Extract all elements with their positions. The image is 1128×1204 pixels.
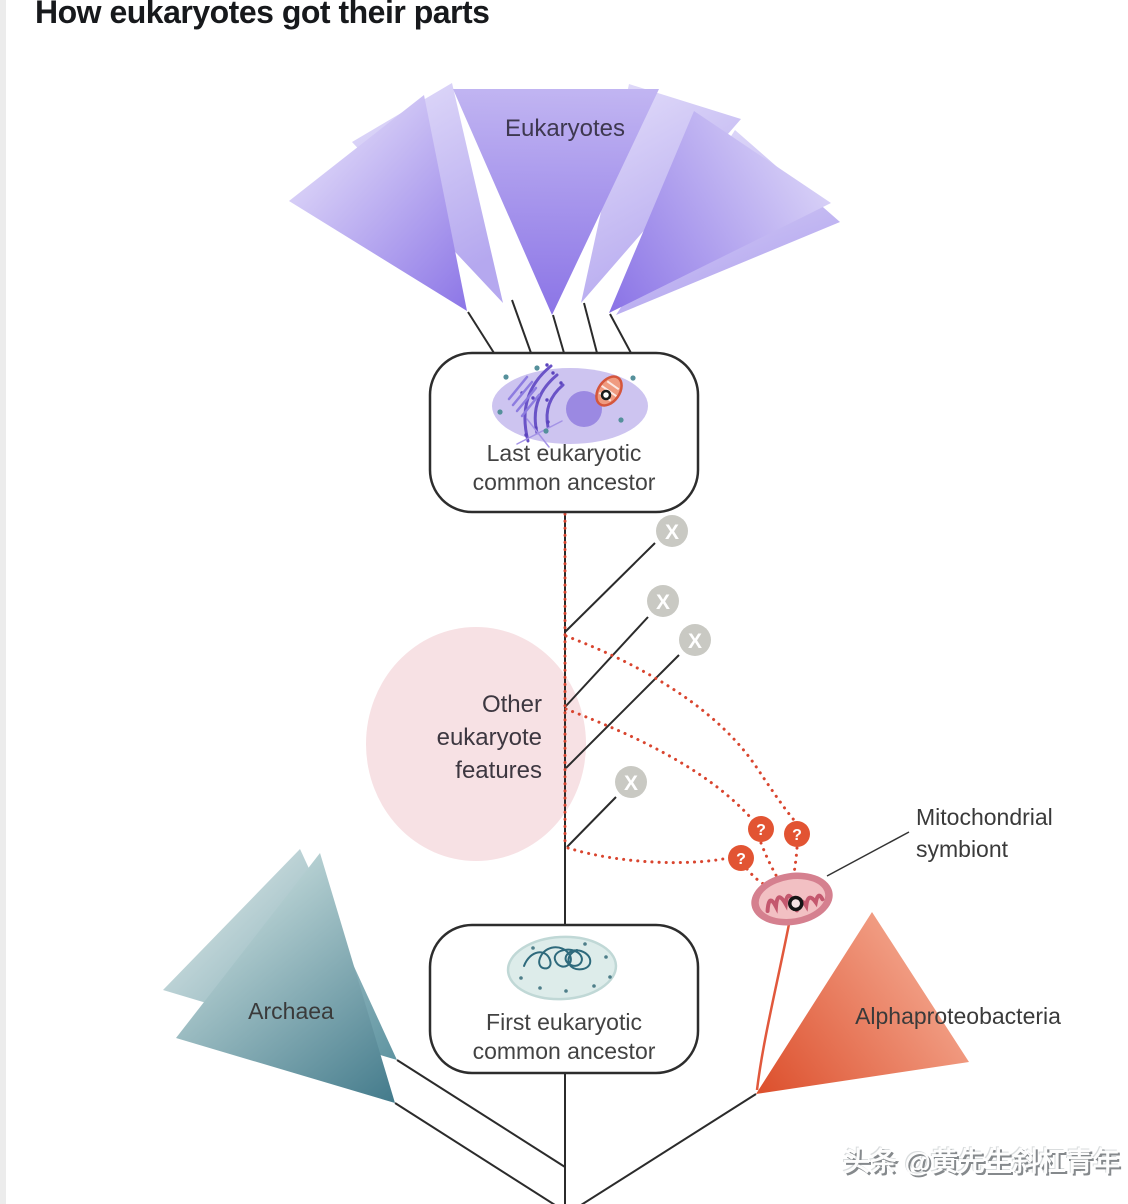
question-icon: ? [784,821,810,847]
eukaryotes-fan: Eukaryotes [289,83,840,354]
watermark: 头条 @黄先生斜杠青年 [843,1147,1120,1177]
question-icon: ? [748,816,774,842]
uncertainty-markers: ? ? ? [728,816,810,871]
eukaryote-triangle [289,95,467,311]
page-edge-strip [0,0,6,1204]
alphaproteobacteria-clade: Alphaproteobacteria [755,912,1061,1094]
leca-label-line1: Last eukaryotic [487,440,642,466]
svg-text:?: ? [792,827,802,844]
eukaryote-triangle [453,89,659,315]
svg-text:?: ? [756,822,766,839]
feca-label-line1: First eukaryotic [486,1009,642,1035]
archaea-branch-line-1 [396,1059,566,1168]
extinct-branches [564,542,680,848]
feca-label-line2: common ancestor [473,1038,656,1064]
mitochondrial-symbiont: Mitochondrial symbiont [751,804,1053,926]
svg-text:eukaryote: eukaryote [437,724,542,751]
x-icon: X [647,585,679,617]
svg-text:?: ? [736,851,746,868]
alphaproteobacteria-triangle [756,912,969,1094]
tree-lines [394,512,757,1204]
svg-text:Other: Other [482,691,542,718]
leca-node: Last eukaryotic common ancestor [428,351,700,514]
mitochondrion-lineage-line [755,923,791,1091]
archaea-branch-line-2 [394,1102,556,1204]
other-features-ellipse [366,627,586,861]
eukaryotes-label: Eukaryotes [505,115,625,142]
symbiont-pointer-line [826,831,910,877]
feca-node: First eukaryotic common ancestor [428,923,700,1075]
eukaryotic-cell-icon [492,363,648,448]
mitochondrion-icon [751,872,833,926]
mitochondrial-symbiont-label-line2: symbiont [916,836,1009,862]
eukaryote-triangle [609,111,831,313]
archaea-label: Archaea [248,998,334,1024]
svg-text:X: X [688,630,702,653]
svg-text:X: X [656,591,670,614]
fan-connector-lines [467,299,632,354]
x-icon: X [615,766,647,798]
other-features-label: Other eukaryote features [437,691,542,784]
alphaproteobacteria-branch-line [580,1093,757,1204]
mitochondrial-symbiont-label-line1: Mitochondrial [916,804,1053,830]
archaea-triangle-front [176,853,395,1103]
svg-text:features: features [455,757,542,784]
archaea-clade: Archaea [163,849,397,1103]
question-icon: ? [728,845,754,871]
svg-text:X: X [624,772,638,795]
alphaproteobacteria-label: Alphaproteobacteria [855,1003,1061,1029]
leca-label-line2: common ancestor [473,469,656,495]
x-icon: X [679,624,711,656]
svg-text:X: X [665,521,679,544]
page-title: How eukaryotes got their parts [35,0,490,30]
x-icon: X [656,515,688,547]
extinction-markers: X X X X [615,515,711,798]
proto-cell-icon [506,935,618,1001]
